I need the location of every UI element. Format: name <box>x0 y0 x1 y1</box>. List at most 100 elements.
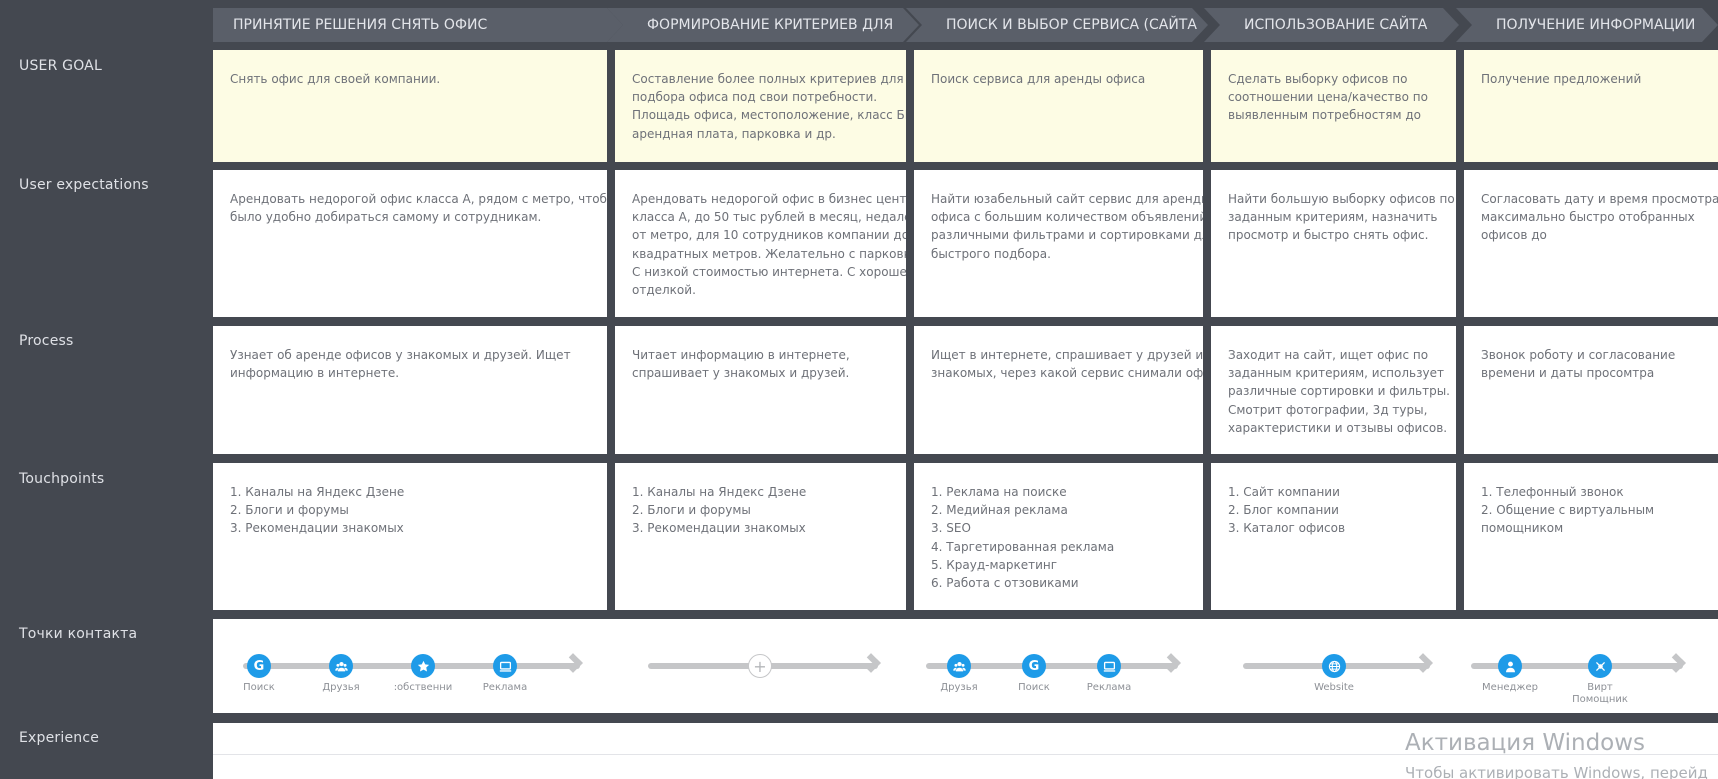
card-text-line: 2. Блог компании <box>1228 503 1339 518</box>
card-text-line: Площадь офиса, местоположение, класс БЦ, <box>632 108 906 123</box>
robot-icon[interactable] <box>1588 654 1612 678</box>
card-text-line: 2. Медийная реклама <box>931 503 1068 518</box>
card-text-line: офисов до <box>1481 228 1547 243</box>
card-text-line: 2. Блоги и форумы <box>632 503 751 518</box>
touchpoint-caption: Поиск <box>1018 682 1050 693</box>
expectation-card[interactable]: Найти юзабельный сайт сервис для аренды о… <box>914 170 1203 317</box>
card-text-line: быстрого подбора. <box>931 246 1051 261</box>
card-text-line: Узнает об аренде офисов у знакомых и дру… <box>230 348 571 362</box>
touchpoint-caption: Реклама <box>1086 682 1132 693</box>
card-text-line: 3. Каталог офисов <box>1228 521 1346 536</box>
card-text-line: Согласовать дату и время просмотра <box>1481 192 1718 206</box>
card-text-line: 1. Реклама на поиске <box>931 485 1067 499</box>
card-text-line: Сделать выборку офисов по <box>1228 72 1408 86</box>
stage-title: ПРИНЯТИЕ РЕШЕНИЯ СНЯТЬ ОФИС <box>233 17 488 33</box>
touchpoint-caption: Реклама <box>482 682 528 693</box>
card-text-line: Поиск сервиса для аренды офиса <box>931 72 1146 86</box>
card-text-line: информацию в интернете. <box>230 366 400 381</box>
stage-header[interactable]: ФОРМИРОВАНИЕ КРИТЕРИЕВ ДЛЯ <box>607 8 919 42</box>
card-text-line: заданным критериям, назначить <box>1228 210 1438 225</box>
card-text-line: Найти юзабельный сайт сервис для аренды <box>931 192 1203 206</box>
touchpoints-card[interactable]: 1. Реклама на поиске 2. Медийная реклама 3… <box>914 463 1203 610</box>
row-label-user-goal: USER GOAL <box>19 58 102 74</box>
touchpoint-track <box>926 663 1178 669</box>
card-text-line: Арендовать недорогой офис класса А, рядо… <box>230 192 607 206</box>
card-text-line: 2. Общение с виртуальным <box>1481 503 1655 518</box>
touchpoints-card[interactable]: 1. Сайт компании 2. Блог компании 3. Катал… <box>1211 463 1456 610</box>
process-card[interactable]: Читает информацию в интернете,спрашивает… <box>615 326 906 454</box>
touchpoint-caption: :обственни <box>393 682 453 693</box>
friends-icon[interactable] <box>329 654 353 678</box>
row-label-touchpoints: Touchpoints <box>19 471 105 487</box>
card-text-line: 4. Таргетированная реклама <box>931 539 1115 554</box>
card-text-line: 5. Крауд-маркетинг <box>931 557 1058 572</box>
card-text-line: офиса с большим количеством объявлений и <box>931 210 1203 225</box>
stage-header[interactable]: ПОИСК И ВЫБОР СЕРВИСА (САЙТА <box>906 8 1208 42</box>
stage-title: ИСПОЛЬЗОВАНИЕ САЙТА <box>1244 17 1428 33</box>
expectation-card[interactable]: Арендовать недорогой офис класса А, рядо… <box>213 170 607 317</box>
card-text-line: подбора офиса под свои потребности. <box>632 90 878 105</box>
card-text-line: 1. Каналы на Яндекс Дзене <box>230 485 405 499</box>
card-text-line: Заходит на сайт, ищет офис по <box>1228 348 1429 362</box>
friends-icon[interactable] <box>947 654 971 678</box>
globe-icon[interactable] <box>1322 654 1346 678</box>
card-text-line: времени и даты просомтра <box>1481 366 1655 381</box>
windows-activation-subtitle: Чтобы активировать Windows, перейд <box>1405 764 1708 779</box>
row-label-experience: Experience <box>19 730 100 746</box>
card-text-line: знакомых, через какой сервис снимали офи… <box>931 366 1203 381</box>
touchpoint-caption: Вирт <box>1587 682 1613 693</box>
touchpoint-caption: Поиск <box>243 682 275 693</box>
card-text-line: Читает информацию в интернете, <box>632 348 850 362</box>
plus-icon[interactable]: + <box>748 654 772 678</box>
touchpoint-track <box>1471 663 1683 669</box>
ad-icon[interactable] <box>1097 654 1121 678</box>
stage-title: ФОРМИРОВАНИЕ КРИТЕРИЕВ ДЛЯ <box>647 17 894 33</box>
touchpoint-caption: Помощник <box>1572 694 1628 705</box>
card-text-line: выявленным потребностям до <box>1228 108 1422 123</box>
experience-panel <box>213 723 1718 779</box>
user-goal-card[interactable]: Снять офис для своей компании. <box>213 50 607 162</box>
touchpoints-card[interactable]: 1. Каналы на Яндекс Дзене 2. Блоги и фору… <box>213 463 607 610</box>
google-icon[interactable]: G <box>1022 654 1046 678</box>
person-icon[interactable] <box>1498 654 1522 678</box>
card-text-line: арендная плата, парковка и др. <box>632 126 836 141</box>
stage-header[interactable]: ПРИНЯТИЕ РЕШЕНИЯ СНЯТЬ ОФИС <box>213 8 623 42</box>
touchpoint-caption: Друзья <box>322 682 360 693</box>
card-text-line: квадратных метров. Желательно с парковко… <box>632 246 906 261</box>
row-label-process: Process <box>19 333 74 349</box>
stage-header-bar: ПРИНЯТИЕ РЕШЕНИЯ СНЯТЬ ОФИС ФОРМИРОВАНИЕ… <box>213 8 1718 42</box>
card-text-line: различные сортировки и фильтры. <box>1228 384 1450 399</box>
touchpoint-caption: Друзья <box>940 682 978 693</box>
expectation-card[interactable]: Согласовать дату и время просмотра максим… <box>1464 170 1718 317</box>
card-text-line: помощником <box>1481 521 1564 536</box>
user-goal-card[interactable]: Поиск сервиса для аренды офиса <box>914 50 1203 162</box>
card-text-line: было удобно добираться самому и сотрудни… <box>230 210 542 225</box>
google-icon[interactable]: G <box>247 654 271 678</box>
user-goal-card[interactable]: Сделать выборку офисов по соотношении цен… <box>1211 50 1456 162</box>
card-text-line: 1. Сайт компании <box>1228 485 1340 499</box>
user-goal-card[interactable]: Получение предложений <box>1464 50 1718 162</box>
star-icon[interactable] <box>411 654 435 678</box>
card-text-line: 6. Работа с отзовиками <box>931 576 1079 591</box>
expectation-card[interactable]: Арендовать недорогой офис в бизнес центр… <box>615 170 906 317</box>
stage-header[interactable]: ИСПОЛЬЗОВАНИЕ САЙТА <box>1204 8 1459 42</box>
stage-header[interactable]: ПОЛУЧЕНИЕ ИНФОРМАЦИИ <box>1456 8 1718 42</box>
card-text-line: 2. Блоги и форумы <box>230 503 349 518</box>
card-text-line: 3. SEO <box>931 521 971 536</box>
card-text-line: отделкой. <box>632 283 696 298</box>
experience-baseline <box>213 754 1718 755</box>
card-text-line: Арендовать недорогой офис в бизнес центр… <box>632 192 906 206</box>
card-text-line: класса А, до 50 тыс рублей в месяц, неда… <box>632 210 906 225</box>
ad-icon[interactable] <box>493 654 517 678</box>
card-text-line: С низкой стоимостью интернета. С хорошей <box>632 264 906 279</box>
card-text-line: максимально быстро отобранных <box>1481 210 1695 225</box>
process-card[interactable]: Узнает об аренде офисов у знакомых и дру… <box>213 326 607 454</box>
card-text-line: соотношении цена/качество по <box>1228 90 1428 105</box>
